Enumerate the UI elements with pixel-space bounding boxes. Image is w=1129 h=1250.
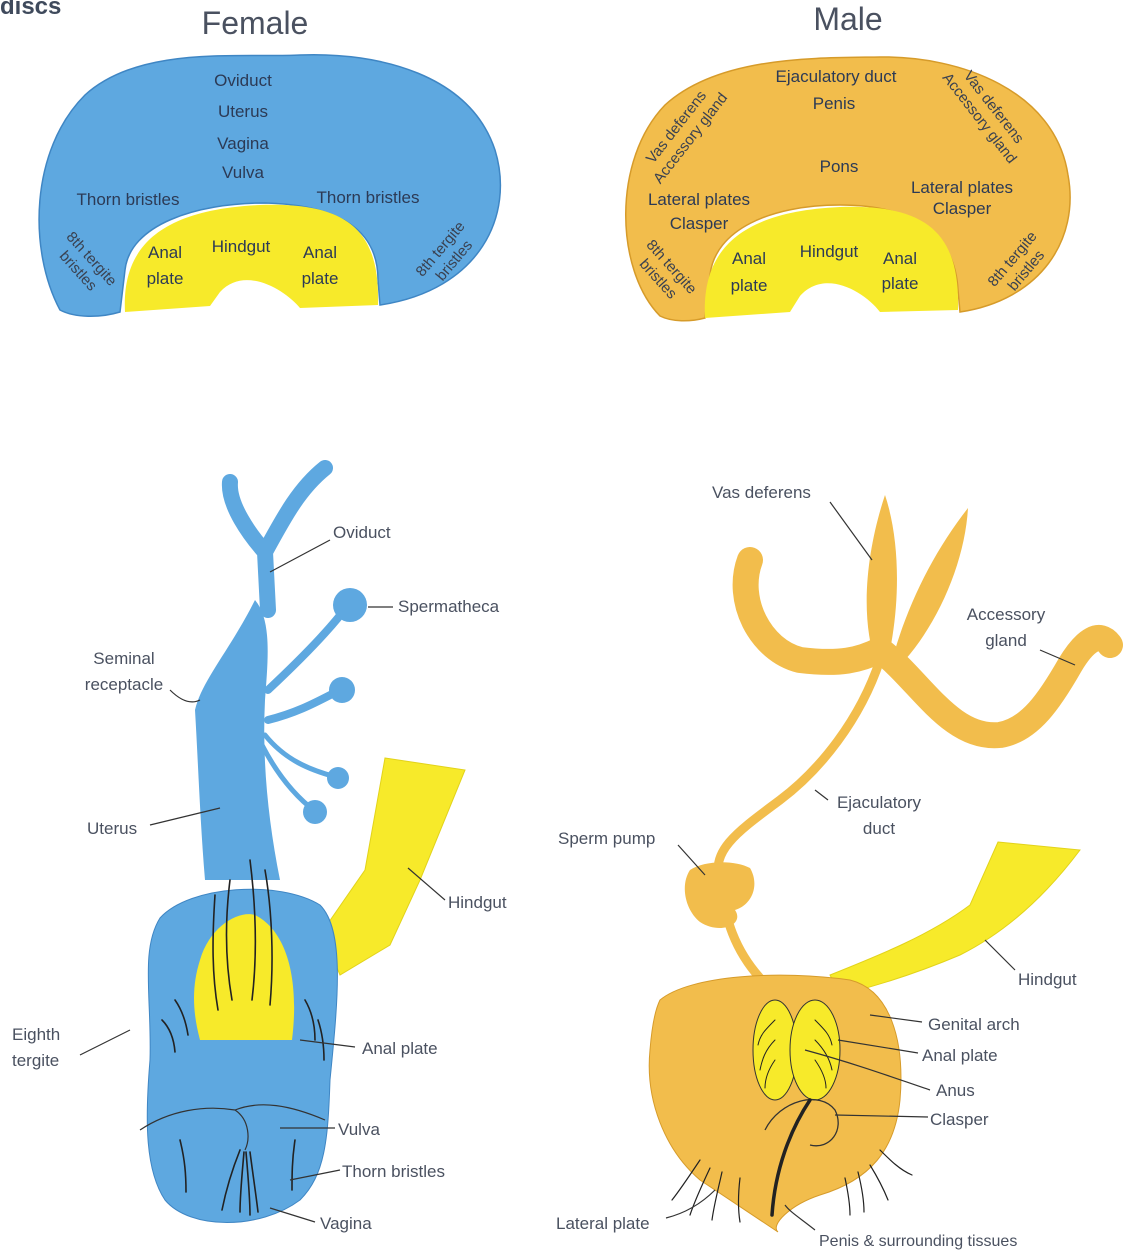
f-label-seminal-2: receptacle (85, 675, 163, 694)
f-spermatheca-2 (329, 677, 355, 703)
f-label-anal-plate: Anal plate (362, 1039, 438, 1058)
m-sperm-pump (685, 862, 755, 928)
f-oviduct (230, 468, 325, 610)
f-label-vulva: Vulva (338, 1120, 380, 1139)
f-disc-vagina: Vagina (217, 134, 269, 153)
m-disc-anal-right-2: plate (882, 274, 919, 293)
f-receptacle-tubules (262, 735, 336, 812)
female-disc: Oviduct Uterus Vagina Vulva Thorn bristl… (39, 55, 500, 317)
m-disc-anal-left-2: plate (731, 276, 768, 295)
m-label-hindgut: Hindgut (1018, 970, 1077, 989)
m-disc-penis: Penis (813, 94, 856, 113)
m-disc-pons: Pons (820, 157, 859, 176)
f-label-thorn: Thorn bristles (342, 1162, 445, 1181)
m-label-anal-plate: Anal plate (922, 1046, 998, 1065)
m-disc-ejaculatory: Ejaculatory duct (776, 67, 897, 86)
m-leader-hindgut (985, 940, 1015, 970)
f-label-eighth-2: tergite (12, 1051, 59, 1070)
m-disc-clasper-left: Clasper (670, 214, 729, 233)
m-disc-anal-left-1: Anal (732, 249, 766, 268)
m-label-accessory-2: gland (985, 631, 1027, 650)
f-receptacle-bulb-2 (303, 800, 327, 824)
m-leader-vas (830, 502, 872, 560)
female-adult-drawing: Oviduct Spermatheca Seminal receptacle U… (12, 468, 507, 1233)
f-disc-thorn-left: Thorn bristles (77, 190, 180, 209)
m-accessory-glands-right (880, 638, 1110, 735)
m-leader-ejaculatory (815, 790, 828, 800)
m-disc-anal-right-1: Anal (883, 249, 917, 268)
f-label-eighth-1: Eighth (12, 1025, 60, 1044)
f-spermatheca-ducts (268, 605, 348, 720)
f-disc-uterus: Uterus (218, 102, 268, 121)
m-anal-plate-right (790, 1000, 840, 1100)
m-disc-hindgut: Hindgut (800, 242, 859, 261)
m-accessory-glands (746, 560, 880, 662)
f-label-uterus: Uterus (87, 819, 137, 838)
m-label-lateral-plate: Lateral plate (556, 1214, 650, 1233)
f-spermatheca-1 (333, 588, 367, 622)
f-receptacle-bulb-1 (327, 767, 349, 789)
m-ejaculatory-duct (718, 660, 880, 978)
m-vas-deferens (867, 495, 968, 660)
f-disc-oviduct: Oviduct (214, 71, 272, 90)
m-label-anus: Anus (936, 1081, 975, 1100)
f-disc-anal-left-2: plate (147, 269, 184, 288)
m-label-vas-deferens: Vas deferens (712, 483, 811, 502)
m-label-clasper: Clasper (930, 1110, 989, 1129)
f-disc-anal-right-1: Anal (303, 243, 337, 262)
m-label-genital-arch: Genital arch (928, 1015, 1020, 1034)
f-disc-thorn-right: Thorn bristles (317, 188, 420, 207)
f-disc-anal-left-1: Anal (148, 243, 182, 262)
female-header: Female (202, 5, 309, 41)
m-label-ejaculatory-1: Ejaculatory (837, 793, 922, 812)
f-leader-vagina (270, 1208, 315, 1222)
male-disc: Ejaculatory duct Penis Pons Vas deferens… (626, 57, 1070, 321)
f-disc-hindgut: Hindgut (212, 237, 271, 256)
corner-title: discs (0, 0, 61, 20)
f-leader-oviduct (270, 540, 330, 572)
m-label-penis: Penis & surrounding tissues (819, 1233, 1017, 1250)
m-label-ejaculatory-2: duct (863, 819, 895, 838)
f-disc-anal-right-2: plate (302, 269, 339, 288)
m-label-sperm-pump: Sperm pump (558, 829, 655, 848)
f-leader-seminal (170, 690, 200, 702)
f-disc-vulva: Vulva (222, 163, 264, 182)
m-disc-lateral-right: Lateral plates (911, 178, 1013, 197)
f-leader-eighth (80, 1030, 130, 1055)
m-label-accessory-1: Accessory (967, 605, 1046, 624)
f-label-vagina: Vagina (320, 1214, 372, 1233)
male-header: Male (813, 1, 882, 37)
male-adult-drawing: Vas deferens Accessory gland Ejaculatory… (556, 483, 1110, 1250)
m-disc-clasper-right: Clasper (933, 199, 992, 218)
f-label-seminal-1: Seminal (93, 649, 154, 668)
f-label-oviduct: Oviduct (333, 523, 391, 542)
f-hindgut-tube (322, 758, 465, 975)
f-label-spermatheca: Spermatheca (398, 597, 500, 616)
f-label-hindgut: Hindgut (448, 893, 507, 912)
m-disc-lateral-left: Lateral plates (648, 190, 750, 209)
